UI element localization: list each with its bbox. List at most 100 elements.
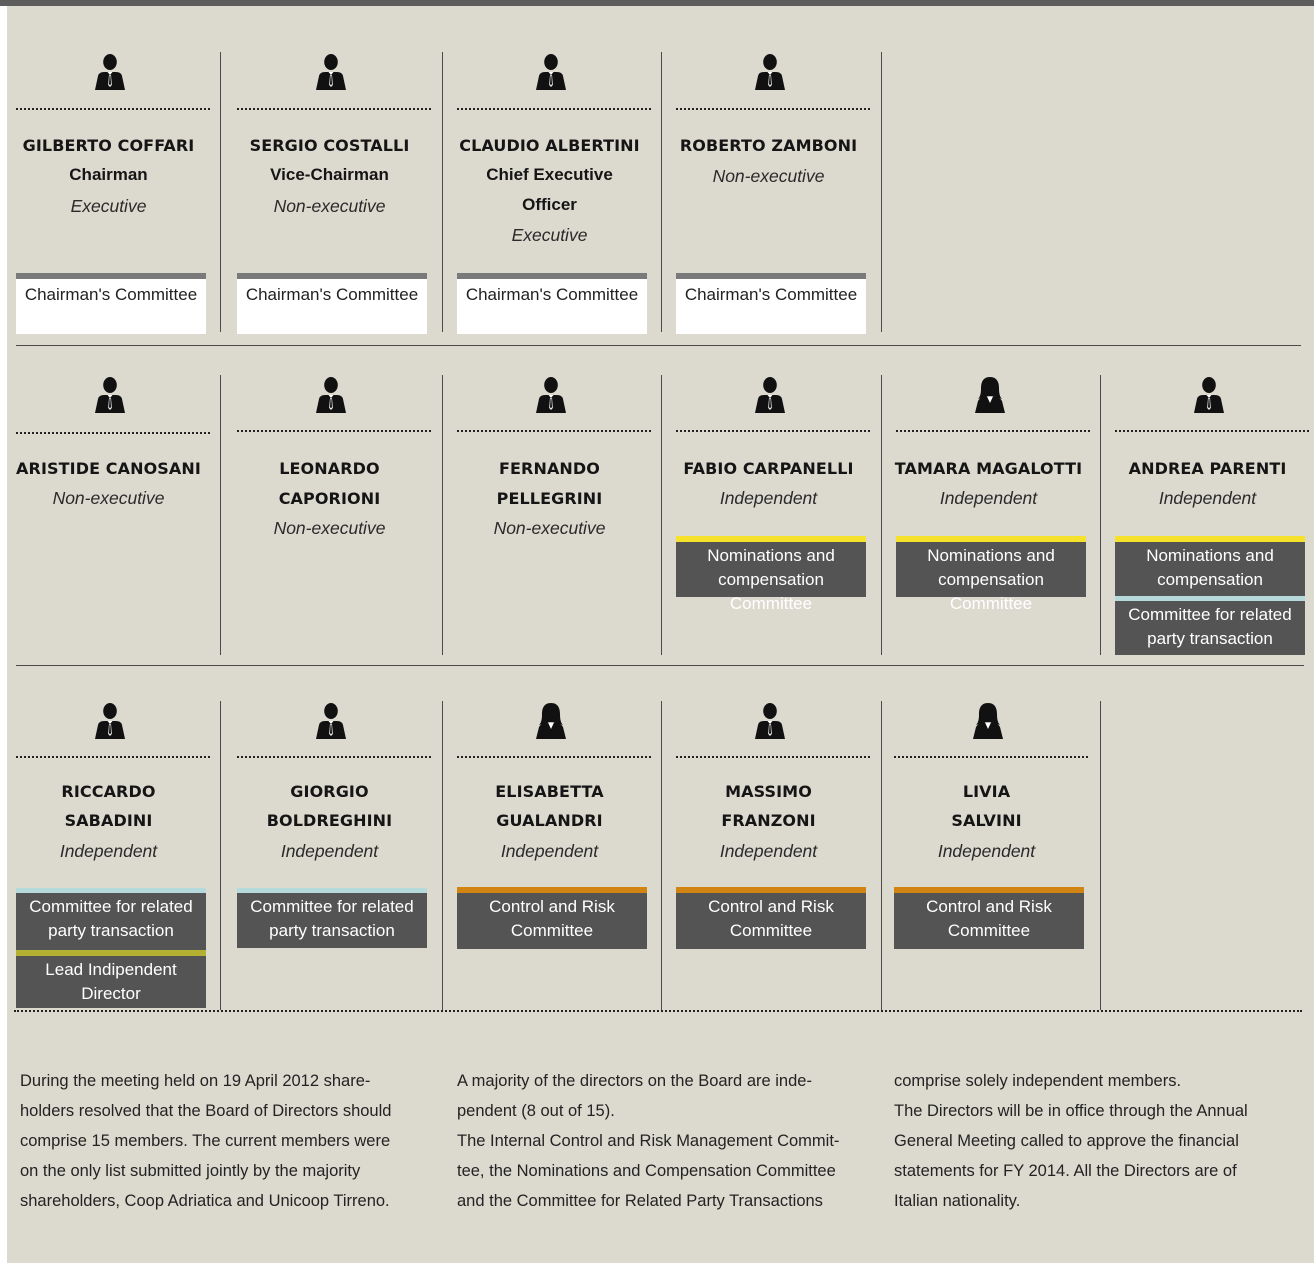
dotted-divider bbox=[457, 756, 651, 758]
director-type: Independent bbox=[59, 841, 158, 861]
male-person-icon bbox=[316, 377, 346, 413]
column-divider bbox=[1100, 701, 1101, 1010]
column-divider bbox=[661, 375, 662, 655]
director-type: Non-executive bbox=[493, 518, 606, 538]
dotted-divider bbox=[457, 430, 651, 432]
notes-text: A majority of the directors on the Board… bbox=[457, 1072, 840, 1210]
director-name: GILBERTO COFFARI bbox=[22, 136, 195, 155]
male-person-icon bbox=[95, 703, 125, 739]
lead-director-box: Lead Indipendent Director bbox=[16, 950, 206, 1008]
director-card: ROBERTO ZAMBONI Non-executive Chairman's… bbox=[666, 52, 885, 334]
female-person-icon bbox=[975, 377, 1005, 413]
female-person-icon bbox=[536, 703, 566, 739]
committee-box: Chairman's Committee bbox=[676, 273, 866, 334]
male-person-icon bbox=[1194, 377, 1224, 413]
committee-box: Chairman's Committee bbox=[237, 273, 427, 334]
director-role: Officer bbox=[522, 195, 577, 214]
committee-box: Control and Risk Committee bbox=[457, 887, 647, 949]
dotted-divider bbox=[894, 756, 1088, 758]
column-divider bbox=[220, 375, 221, 655]
column-divider bbox=[442, 375, 443, 655]
dotted-divider bbox=[1115, 430, 1309, 432]
director-name: SABADINI bbox=[64, 811, 153, 830]
director-type: Independent bbox=[937, 841, 1036, 861]
director-type: Independent bbox=[1158, 488, 1257, 508]
column-divider bbox=[661, 52, 662, 332]
column-divider bbox=[881, 375, 882, 655]
column-divider bbox=[881, 701, 882, 1010]
director-name: SERGIO COSTALLI bbox=[249, 136, 410, 155]
director-name: ELISABETTA bbox=[495, 782, 604, 801]
director-card: MASSIMO FRANZONI Independent Control and… bbox=[666, 701, 885, 1010]
director-card: LIVIA SALVINI Independent Control and Ri… bbox=[884, 701, 1103, 1010]
director-name: FERNANDO bbox=[498, 459, 601, 478]
dotted-divider bbox=[457, 108, 651, 110]
male-person-icon bbox=[95, 377, 125, 413]
male-person-icon bbox=[755, 703, 785, 739]
director-name: CLAUDIO ALBERTINI bbox=[459, 136, 640, 155]
director-card: RICCARDO SABADINI Independent Committee … bbox=[6, 701, 225, 1010]
column-divider bbox=[220, 52, 221, 332]
dotted-divider bbox=[16, 432, 210, 434]
committee-box: Committee for related party transaction bbox=[1115, 596, 1305, 655]
dotted-divider bbox=[896, 430, 1090, 432]
director-card: ANDREA PARENTI Independent Nominations a… bbox=[1105, 375, 1314, 655]
dotted-divider bbox=[16, 756, 210, 758]
director-name: ANDREA PARENTI bbox=[1128, 459, 1287, 478]
committee-box: Control and Risk Committee bbox=[676, 887, 866, 949]
board-panel bbox=[7, 6, 1314, 1263]
male-person-icon bbox=[536, 377, 566, 413]
director-name: LIVIA bbox=[962, 782, 1011, 801]
director-card: FABIO CARPANELLI Independent Nominations… bbox=[666, 375, 885, 655]
director-name: MASSIMO bbox=[725, 782, 812, 801]
top-bar bbox=[0, 0, 1314, 6]
dotted-divider bbox=[16, 108, 210, 110]
committee-box: Chairman's Committee bbox=[16, 273, 206, 334]
female-person-icon bbox=[973, 703, 1003, 739]
director-type: Non-executive bbox=[273, 196, 386, 216]
dotted-divider bbox=[237, 108, 431, 110]
director-card: CLAUDIO ALBERTINI Chief Executive Office… bbox=[447, 52, 666, 334]
director-card: LEONARDO CAPORIONI Non-executive bbox=[227, 375, 446, 655]
column-divider bbox=[881, 52, 882, 332]
director-name: ROBERTO ZAMBONI bbox=[679, 136, 858, 155]
director-name: SALVINI bbox=[951, 811, 1022, 830]
director-name: LEONARDO bbox=[279, 459, 380, 478]
director-name: BOLDREGHINI bbox=[266, 811, 393, 830]
director-card: FERNANDO PELLEGRINI Non-executive bbox=[447, 375, 666, 655]
row-divider bbox=[16, 665, 1304, 666]
director-card: SERGIO COSTALLI Vice-Chairman Non-execut… bbox=[227, 52, 446, 334]
column-divider bbox=[661, 701, 662, 1010]
committee-box: Nominations and compensation Committee bbox=[896, 536, 1086, 613]
dotted-divider bbox=[676, 108, 870, 110]
director-card: TAMARA MAGALOTTI Independent Nominations… bbox=[886, 375, 1105, 655]
director-role: Chief Executive bbox=[486, 165, 613, 184]
committee-box: Chairman's Committee bbox=[457, 273, 647, 334]
director-type: Independent bbox=[719, 488, 818, 508]
director-card: GIORGIO BOLDREGHINI Independent Committe… bbox=[227, 701, 446, 1010]
dotted-divider bbox=[237, 756, 431, 758]
director-card: GILBERTO COFFARI Chairman Executive Chai… bbox=[6, 52, 225, 334]
director-type: Independent bbox=[719, 841, 818, 861]
director-type: Independent bbox=[939, 488, 1038, 508]
director-type: Independent bbox=[500, 841, 599, 861]
committee-box: Nominations and compensation Committee bbox=[1115, 536, 1305, 613]
director-name: ARISTIDE CANOSANI bbox=[16, 459, 201, 478]
male-person-icon bbox=[536, 54, 566, 90]
notes-text: During the meeting held on 19 April 2012… bbox=[20, 1072, 392, 1210]
column-divider bbox=[442, 52, 443, 332]
column-divider bbox=[1100, 375, 1101, 655]
director-name: GIORGIO bbox=[290, 782, 369, 801]
director-role: Vice-Chairman bbox=[270, 165, 389, 184]
committee-box: Control and Risk Committee bbox=[894, 887, 1084, 949]
row-divider bbox=[16, 345, 1301, 346]
column-divider bbox=[442, 701, 443, 1010]
column-divider bbox=[220, 701, 221, 1010]
director-name: RICCARDO bbox=[61, 782, 156, 801]
director-name: TAMARA MAGALOTTI bbox=[894, 459, 1083, 478]
dotted-divider bbox=[237, 430, 431, 432]
director-type: Non-executive bbox=[712, 166, 825, 186]
dotted-divider bbox=[676, 756, 870, 758]
director-name: CAPORIONI bbox=[278, 489, 381, 508]
director-type: Executive bbox=[511, 225, 588, 245]
